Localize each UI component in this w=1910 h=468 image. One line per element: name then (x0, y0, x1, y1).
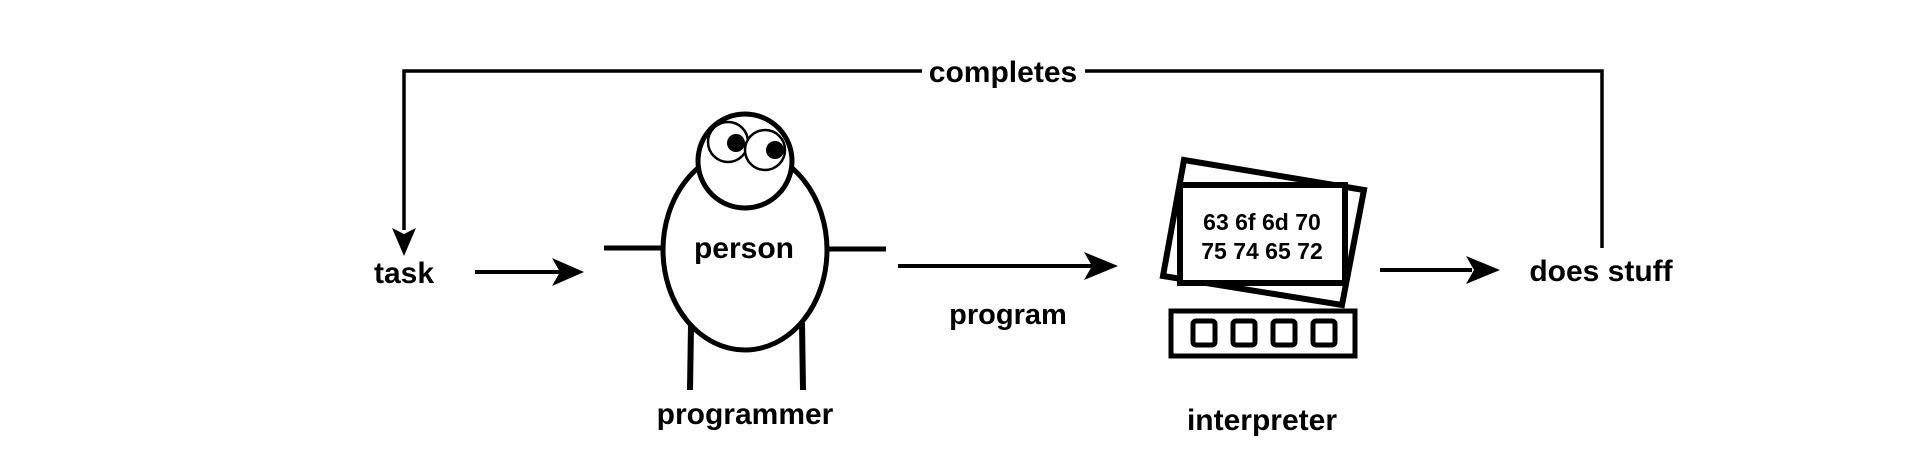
right-leg (799, 322, 806, 391)
completes-arrowhead (392, 228, 416, 256)
key (1190, 318, 1218, 348)
arrow-task-to-person (475, 258, 584, 286)
program-label: program (949, 299, 1067, 331)
completes-loop-line-left (402, 69, 922, 230)
arrow-program (898, 252, 1118, 280)
programmer-label: programmer (657, 398, 834, 431)
screen (1177, 182, 1348, 286)
screen-line-2: 75 74 65 72 (1201, 238, 1323, 264)
left-leg (687, 325, 694, 391)
person-label: person (694, 232, 794, 265)
right-eye (743, 128, 787, 172)
right-pupil (766, 141, 784, 159)
key (1310, 318, 1338, 348)
completes-label: completes (929, 56, 1077, 89)
task-label: task (374, 257, 434, 290)
programmer-figure: person (604, 111, 886, 391)
key (1270, 318, 1298, 348)
screen-line-1: 63 6f 6d 70 (1203, 209, 1321, 235)
key (1230, 318, 1258, 348)
arrow-to-does-stuff (1380, 256, 1500, 284)
completes-loop: completes (392, 56, 1604, 256)
interpreter-label: interpreter (1187, 404, 1337, 437)
does-stuff-label: does stuff (1529, 255, 1673, 288)
interpreter-computer: 63 6f 6d 70 75 74 65 72 (1159, 156, 1368, 359)
completes-loop-line-right (1085, 69, 1604, 248)
left-pupil (727, 134, 745, 152)
